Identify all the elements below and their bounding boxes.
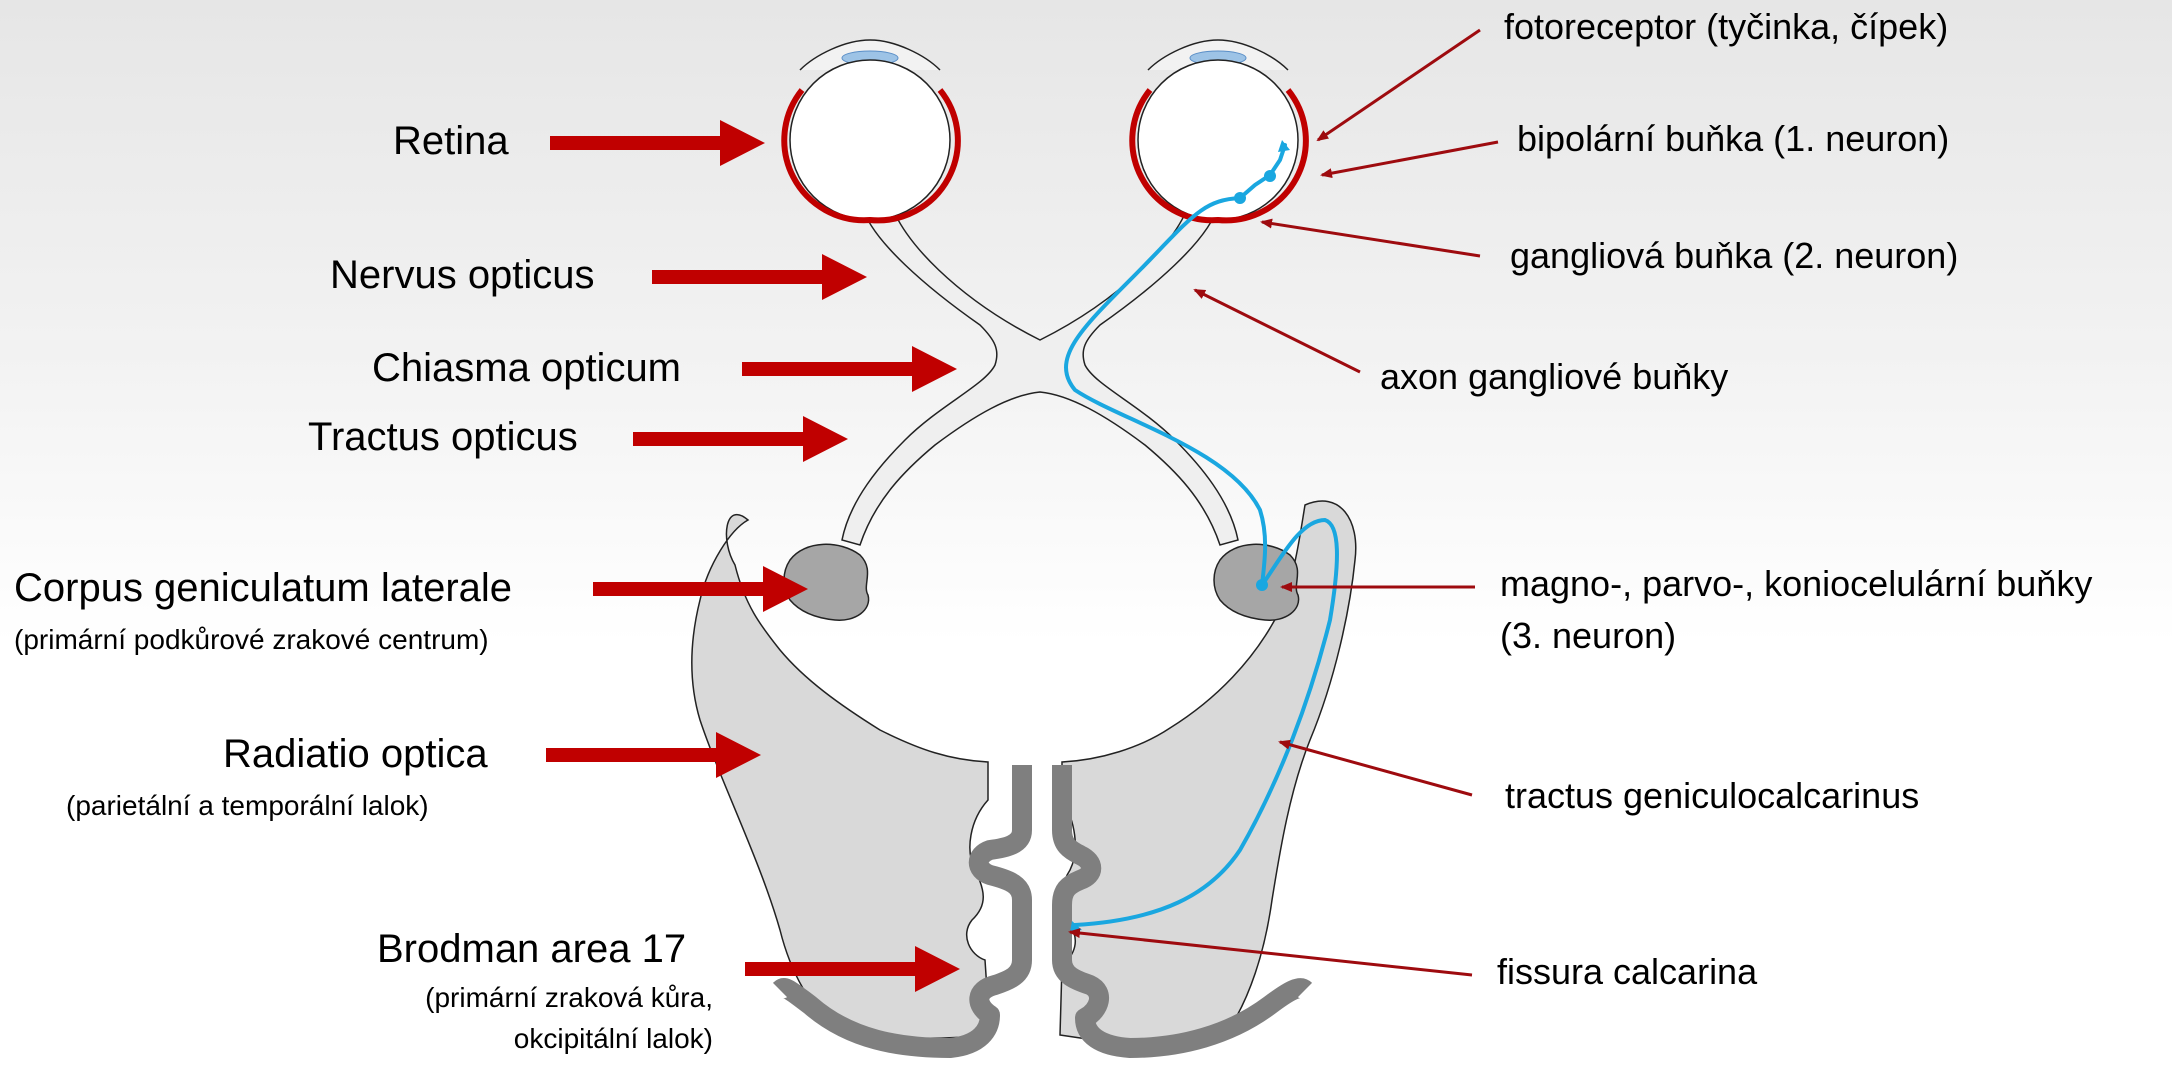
right-hemisphere [1060, 501, 1356, 1042]
label-axon: axon gangliové buňky [1380, 356, 1728, 397]
arrow-bipolarni [1322, 142, 1498, 175]
label-fotoreceptor: fotoreceptor (tyčinka, čípek) [1504, 6, 1948, 47]
label-fissura-calcarina: fissura calcarina [1497, 951, 1757, 992]
interhemispheric-fissure [1032, 740, 1052, 1040]
left-lgn [784, 544, 869, 620]
label-brodman-sub2: okcipitální lalok) [514, 1023, 713, 1055]
arrow-axon [1195, 290, 1360, 372]
label-bipolarni: bipolární buňka (1. neuron) [1517, 118, 1949, 159]
arrow-nervus-opticus [652, 254, 867, 300]
arrow-gangliova [1262, 222, 1480, 256]
label-radiatio-optica-sub: (parietální a temporální lalok) [66, 790, 429, 822]
label-brodman-sub1: (primární zraková kůra, [425, 982, 713, 1014]
right-eye [1132, 40, 1306, 220]
label-corpus-geniculatum-sub: (primární podkůrové zrakové centrum) [14, 624, 489, 656]
arrow-fotoreceptor [1318, 30, 1480, 140]
label-radiatio-optica: Radiatio optica [223, 731, 488, 777]
label-gangliova: gangliová buňka (2. neuron) [1510, 235, 1958, 276]
label-tractus-opticus: Tractus opticus [308, 414, 578, 460]
label-tractus-geniculocalcarinus: tractus geniculocalcarinus [1505, 775, 1919, 816]
arrow-tractus [633, 416, 848, 462]
arrow-tractus-gc [1280, 742, 1472, 795]
arrow-chiasma [742, 346, 957, 392]
label-nervus-opticus: Nervus opticus [330, 252, 595, 298]
label-magno-neuron: (3. neuron) [1500, 615, 1676, 656]
label-retina: Retina [393, 118, 509, 164]
label-brodman: Brodman area 17 [377, 926, 686, 972]
label-magno: magno-, parvo-, koniocelulární buňky [1500, 563, 2092, 604]
right-lgn [1214, 544, 1299, 620]
left-eye [784, 40, 958, 220]
label-chiasma-opticum: Chiasma opticum [372, 345, 681, 391]
arrow-retina [550, 120, 765, 166]
arrow-radiatio [546, 732, 761, 778]
label-corpus-geniculatum: Corpus geniculatum laterale [14, 565, 512, 611]
